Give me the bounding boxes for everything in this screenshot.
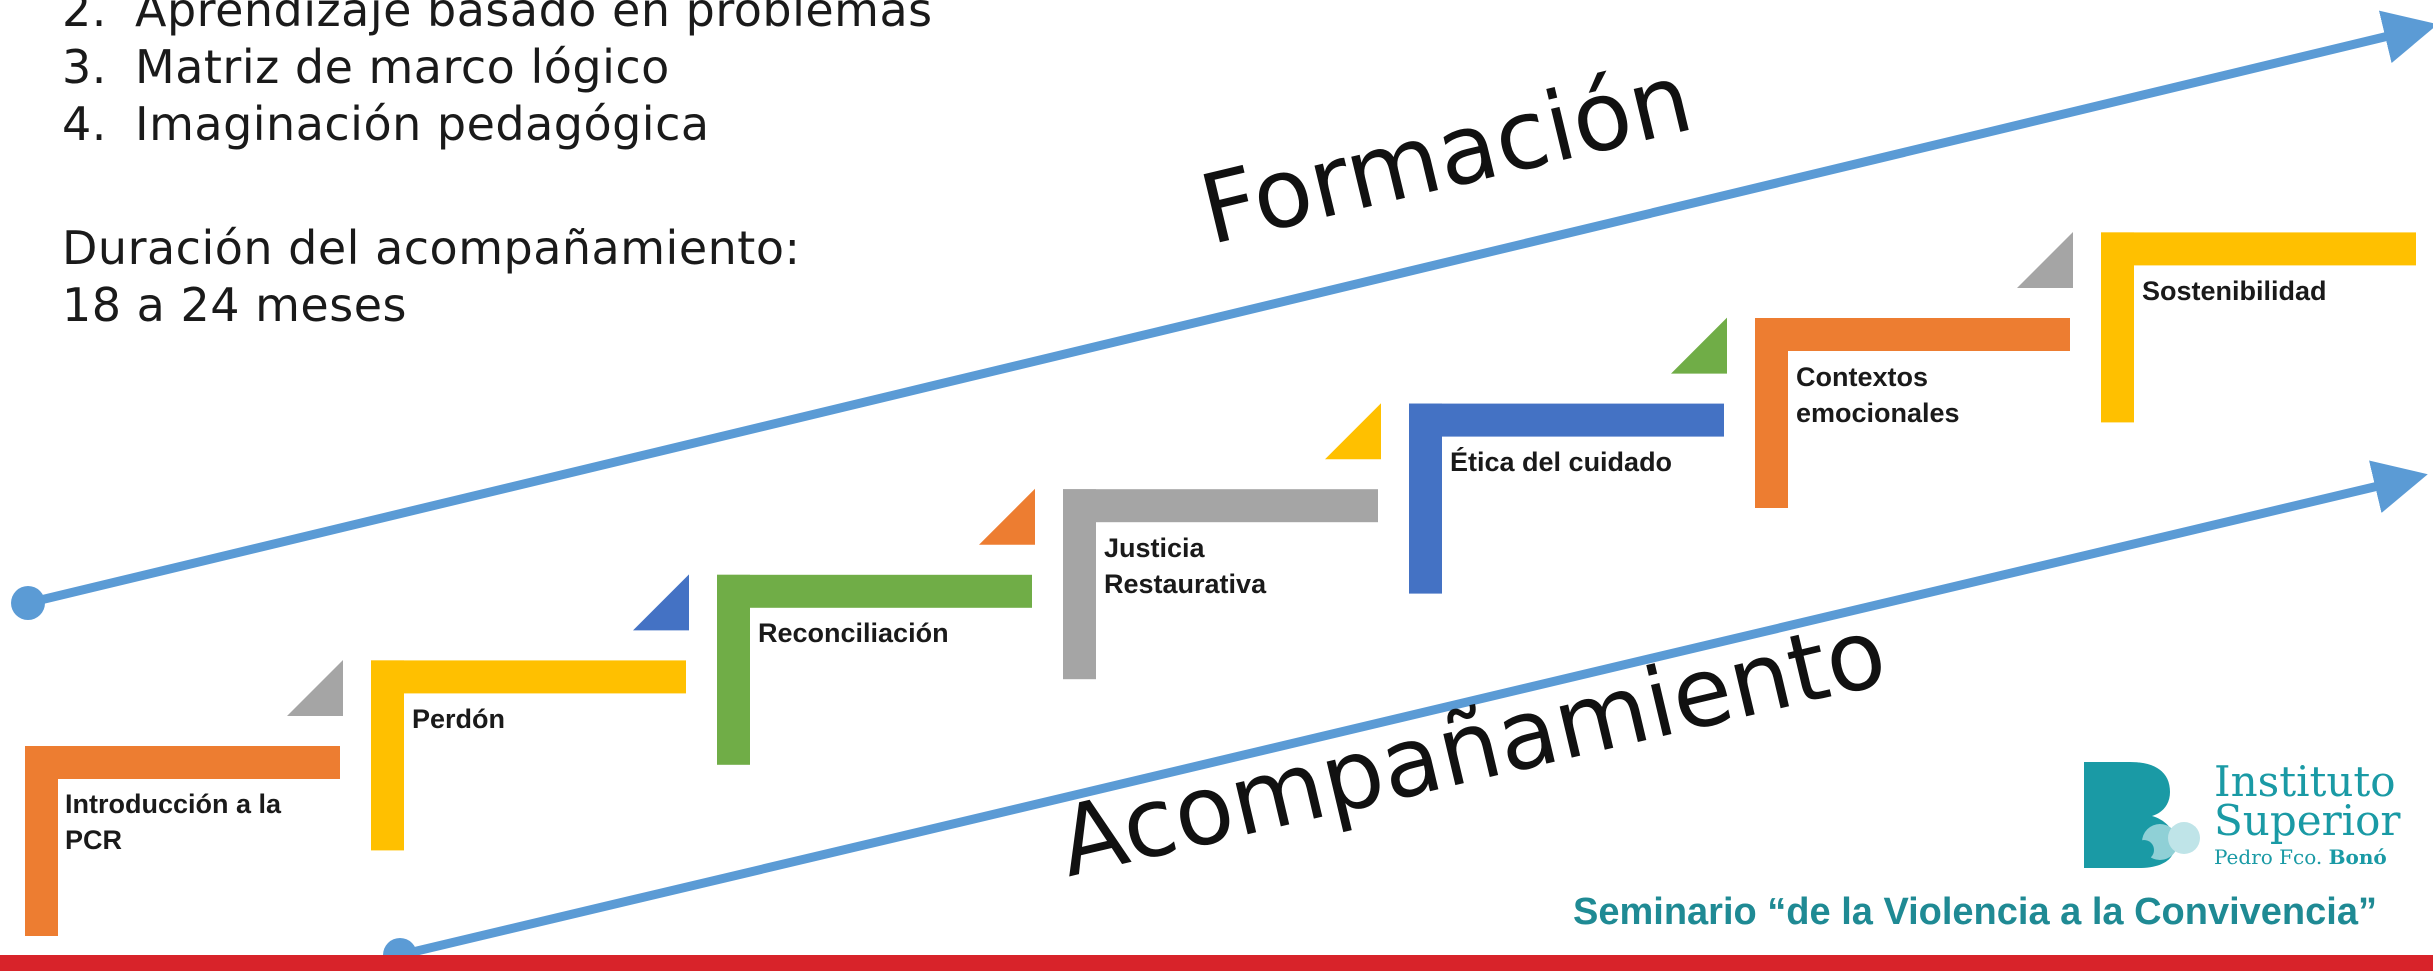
- step-label-perdon: Perdón: [412, 704, 506, 734]
- step-bar-vertical: [371, 660, 404, 851]
- step-label-contextos-emocionales: Contextos emocionales: [1796, 362, 1960, 428]
- step-label-etica-del-cuidado: Ética del cuidado: [1450, 447, 1673, 477]
- step-bar-horizontal: [25, 746, 340, 779]
- formacion-arrow-start-dot: [11, 586, 45, 620]
- step-triangle: [1671, 317, 1727, 374]
- logo-line-superior: Superior: [2214, 796, 2401, 845]
- duration-value: 18 a 24 meses: [62, 278, 407, 332]
- step-bar-vertical: [25, 746, 58, 936]
- logo-line-pedro: Pedro Fco. Bonó: [2214, 845, 2387, 869]
- step-bar-vertical: [1409, 403, 1442, 594]
- step-triangle: [287, 660, 343, 716]
- step-label-reconciliacion: Reconciliación: [758, 618, 949, 648]
- step-triangle: [2017, 232, 2073, 288]
- step-bar-vertical: [1063, 489, 1096, 680]
- method-list-item: 2.Aprendizaje basado en problemas: [62, 0, 933, 37]
- step-bar-horizontal: [1755, 318, 2070, 351]
- logo-line-instituto: Instituto: [2214, 757, 2396, 806]
- formacion-arrow: [26, 10, 2433, 608]
- step-triangle: [1325, 403, 1381, 460]
- acompanamiento-arrow: [398, 460, 2428, 960]
- step-bar-horizontal: [2101, 232, 2416, 266]
- method-list-item: 4.Imaginación pedagógica: [62, 97, 710, 151]
- instituto-logo-mark: [2084, 762, 2200, 868]
- duration-block: Duración del acompañamiento: 18 a 24 mes…: [62, 220, 800, 334]
- step-bar-horizontal: [1409, 403, 1724, 437]
- step-bar-vertical: [2101, 232, 2134, 423]
- method-list: 2.Aprendizaje basado en problemas 3.Matr…: [62, 0, 933, 153]
- seminar-title: Seminario “de la Violencia a la Conviven…: [1573, 891, 2377, 933]
- step-bar-horizontal: [371, 660, 686, 694]
- step-label-introduccion: Introducción a la PCR: [65, 789, 282, 855]
- step-bar-vertical: [1755, 318, 1788, 508]
- step-label-sostenibilidad: Sostenibilidad: [2142, 276, 2327, 306]
- step-label-justicia-restaurativa: Justicia Restaurativa: [1104, 533, 1267, 599]
- method-list-item: 3.Matriz de marco lógico: [62, 40, 670, 94]
- duration-label: Duración del acompañamiento:: [62, 221, 801, 275]
- step-triangle: [633, 574, 689, 631]
- step-bar-horizontal: [1063, 489, 1378, 523]
- step-bar-horizontal: [717, 574, 1032, 608]
- step-bar-vertical: [717, 574, 750, 765]
- bottom-bar: [0, 955, 2433, 971]
- step-triangle: [979, 488, 1035, 545]
